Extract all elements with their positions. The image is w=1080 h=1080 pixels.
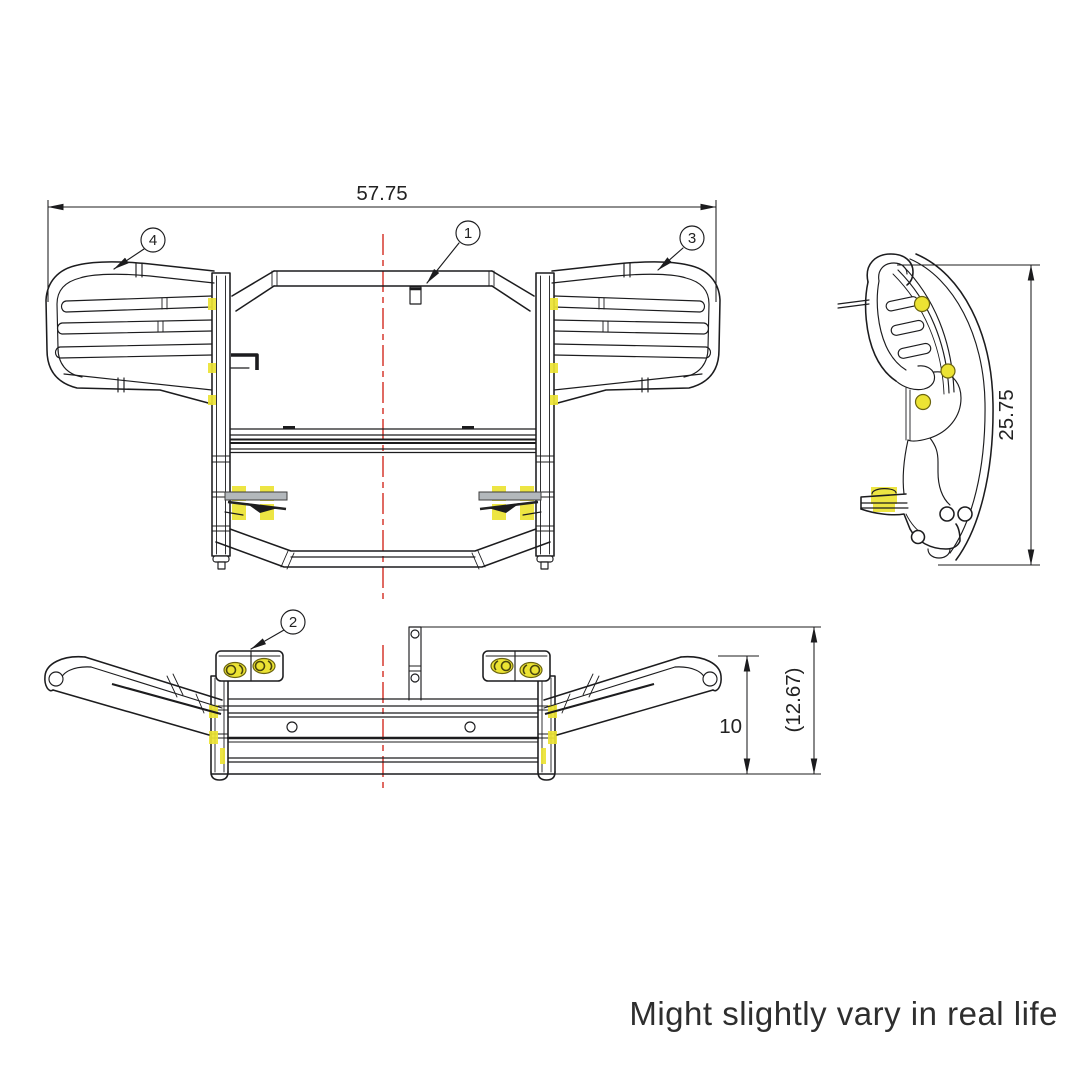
dimension-bottom-inner: 10: [718, 655, 759, 775]
highlight-hole: [913, 295, 931, 313]
upright-bottom: [209, 675, 229, 781]
callout-4: 4: [113, 227, 166, 270]
mid-crossbars: [229, 426, 537, 454]
bottom-bar-front: [215, 528, 551, 570]
side-foot-bracket: [860, 487, 973, 559]
wing-guard-front-right: [551, 261, 721, 405]
wing-bottom-right: [542, 655, 723, 737]
callout-1-label: 1: [464, 225, 472, 242]
dimension-bottom-inner-label: 10: [719, 715, 742, 738]
dimension-side-height: 25.75: [897, 264, 1040, 566]
upright-front: [208, 272, 231, 570]
caption-text: Might slightly vary in real life: [629, 995, 1058, 1032]
bottom-view: 2: [44, 609, 821, 788]
dimension-front-width-label: 57.75: [356, 182, 407, 205]
side-outer-curve: [915, 253, 994, 561]
bottom-rod: [408, 626, 422, 701]
wing-bottom: [44, 655, 223, 736]
side-view: 25.75: [837, 253, 1040, 566]
bumper-band: [210, 698, 556, 775]
wing-guard-front: [45, 261, 215, 405]
callout-2: 2: [250, 609, 306, 650]
highlight-hole: [940, 363, 956, 379]
side-rod: [837, 299, 870, 309]
mount-bracket-front-right: [477, 484, 543, 522]
mounting-hook: [230, 353, 259, 370]
callout-3: 3: [657, 225, 705, 271]
dimension-bottom-overall: (12.67): [421, 626, 821, 775]
mount-bracket-front: [224, 486, 288, 520]
license-tab: [409, 286, 422, 305]
callout-2-label: 2: [289, 614, 297, 631]
highlight-hole: [914, 393, 932, 411]
top-crossbar: [231, 270, 535, 312]
callout-1: 1: [426, 220, 481, 284]
slot-bracket-bottom: [215, 650, 284, 682]
dimension-bottom-overall-label: (12.67): [782, 668, 805, 733]
upright-bottom-right: [537, 675, 558, 781]
callout-4-label: 4: [149, 232, 157, 249]
front-view: 57.75 4 1 3: [45, 182, 721, 600]
dimension-front-width: 57.75: [47, 182, 717, 302]
slot-bracket-bottom-right: [482, 650, 551, 682]
upright-front-right: [535, 272, 559, 570]
callout-3-label: 3: [688, 230, 696, 247]
dimension-side-height-label: 25.75: [995, 389, 1018, 440]
